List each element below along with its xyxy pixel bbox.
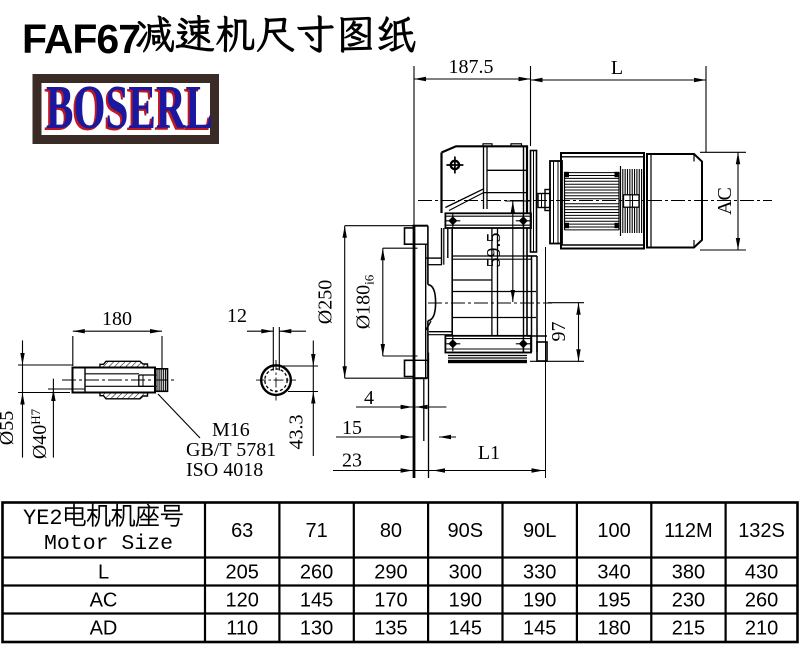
svg-text:GB/T 5781: GB/T 5781 bbox=[186, 439, 276, 461]
svg-text:L: L bbox=[611, 57, 623, 79]
svg-text:AC: AC bbox=[90, 590, 118, 612]
svg-text:71: 71 bbox=[305, 520, 327, 542]
svg-text:15: 15 bbox=[342, 417, 362, 439]
svg-text:63: 63 bbox=[231, 520, 253, 542]
svg-text:BOSERL: BOSERL bbox=[46, 74, 213, 142]
svg-text:L1: L1 bbox=[478, 442, 500, 464]
svg-text:330: 330 bbox=[523, 562, 556, 584]
svg-text:340: 340 bbox=[597, 562, 630, 584]
svg-text:145: 145 bbox=[300, 590, 333, 612]
svg-text:Motor Size: Motor Size bbox=[44, 532, 173, 556]
svg-text:110: 110 bbox=[226, 618, 258, 640]
svg-text:L: L bbox=[98, 562, 109, 584]
svg-text:260: 260 bbox=[745, 590, 778, 612]
svg-text:ISO 4018: ISO 4018 bbox=[186, 459, 263, 481]
svg-text:Ø250: Ø250 bbox=[315, 280, 337, 324]
svg-text:12: 12 bbox=[227, 305, 247, 327]
svg-text:205: 205 bbox=[226, 562, 259, 584]
svg-text:112M: 112M bbox=[664, 520, 713, 542]
svg-text:Ø180i6: Ø180i6 bbox=[353, 274, 377, 329]
svg-text:215: 215 bbox=[672, 618, 705, 640]
svg-text:187.5: 187.5 bbox=[449, 56, 494, 78]
svg-text:380: 380 bbox=[672, 562, 705, 584]
svg-text:80: 80 bbox=[380, 520, 402, 542]
svg-text:90S: 90S bbox=[448, 520, 484, 542]
svg-text:300: 300 bbox=[449, 562, 482, 584]
svg-text:190: 190 bbox=[449, 590, 482, 612]
svg-text:90L: 90L bbox=[523, 520, 556, 542]
svg-text:180: 180 bbox=[102, 308, 132, 330]
svg-text:100: 100 bbox=[597, 520, 630, 542]
svg-text:170: 170 bbox=[374, 590, 407, 612]
svg-text:AD: AD bbox=[90, 618, 118, 640]
svg-text:Ø40H7: Ø40H7 bbox=[28, 408, 51, 459]
svg-text:430: 430 bbox=[745, 562, 778, 584]
svg-text:M16: M16 bbox=[212, 419, 250, 441]
svg-text:4: 4 bbox=[364, 387, 374, 409]
svg-text:Ø55: Ø55 bbox=[0, 411, 18, 445]
svg-text:210: 210 bbox=[745, 618, 778, 640]
svg-text:YE2: YE2 bbox=[23, 506, 63, 531]
svg-text:230: 230 bbox=[672, 590, 705, 612]
svg-text:190: 190 bbox=[523, 590, 556, 612]
svg-text:130: 130 bbox=[300, 618, 333, 640]
svg-text:23: 23 bbox=[342, 450, 362, 472]
svg-text:145: 145 bbox=[449, 618, 482, 640]
svg-text:BOSERL: BOSERL bbox=[44, 76, 211, 144]
svg-text:180: 180 bbox=[597, 618, 630, 640]
svg-text:43.3: 43.3 bbox=[286, 415, 308, 450]
svg-text:FAF67: FAF67 bbox=[22, 16, 140, 62]
svg-text:260: 260 bbox=[300, 562, 333, 584]
svg-text:145: 145 bbox=[523, 618, 556, 640]
svg-text:135: 135 bbox=[374, 618, 407, 640]
svg-text:195: 195 bbox=[597, 590, 630, 612]
svg-text:290: 290 bbox=[374, 562, 407, 584]
svg-text:120: 120 bbox=[226, 590, 259, 612]
svg-text:132S: 132S bbox=[738, 520, 785, 542]
svg-text:97: 97 bbox=[548, 322, 570, 342]
svg-text:59.5: 59.5 bbox=[483, 233, 505, 268]
